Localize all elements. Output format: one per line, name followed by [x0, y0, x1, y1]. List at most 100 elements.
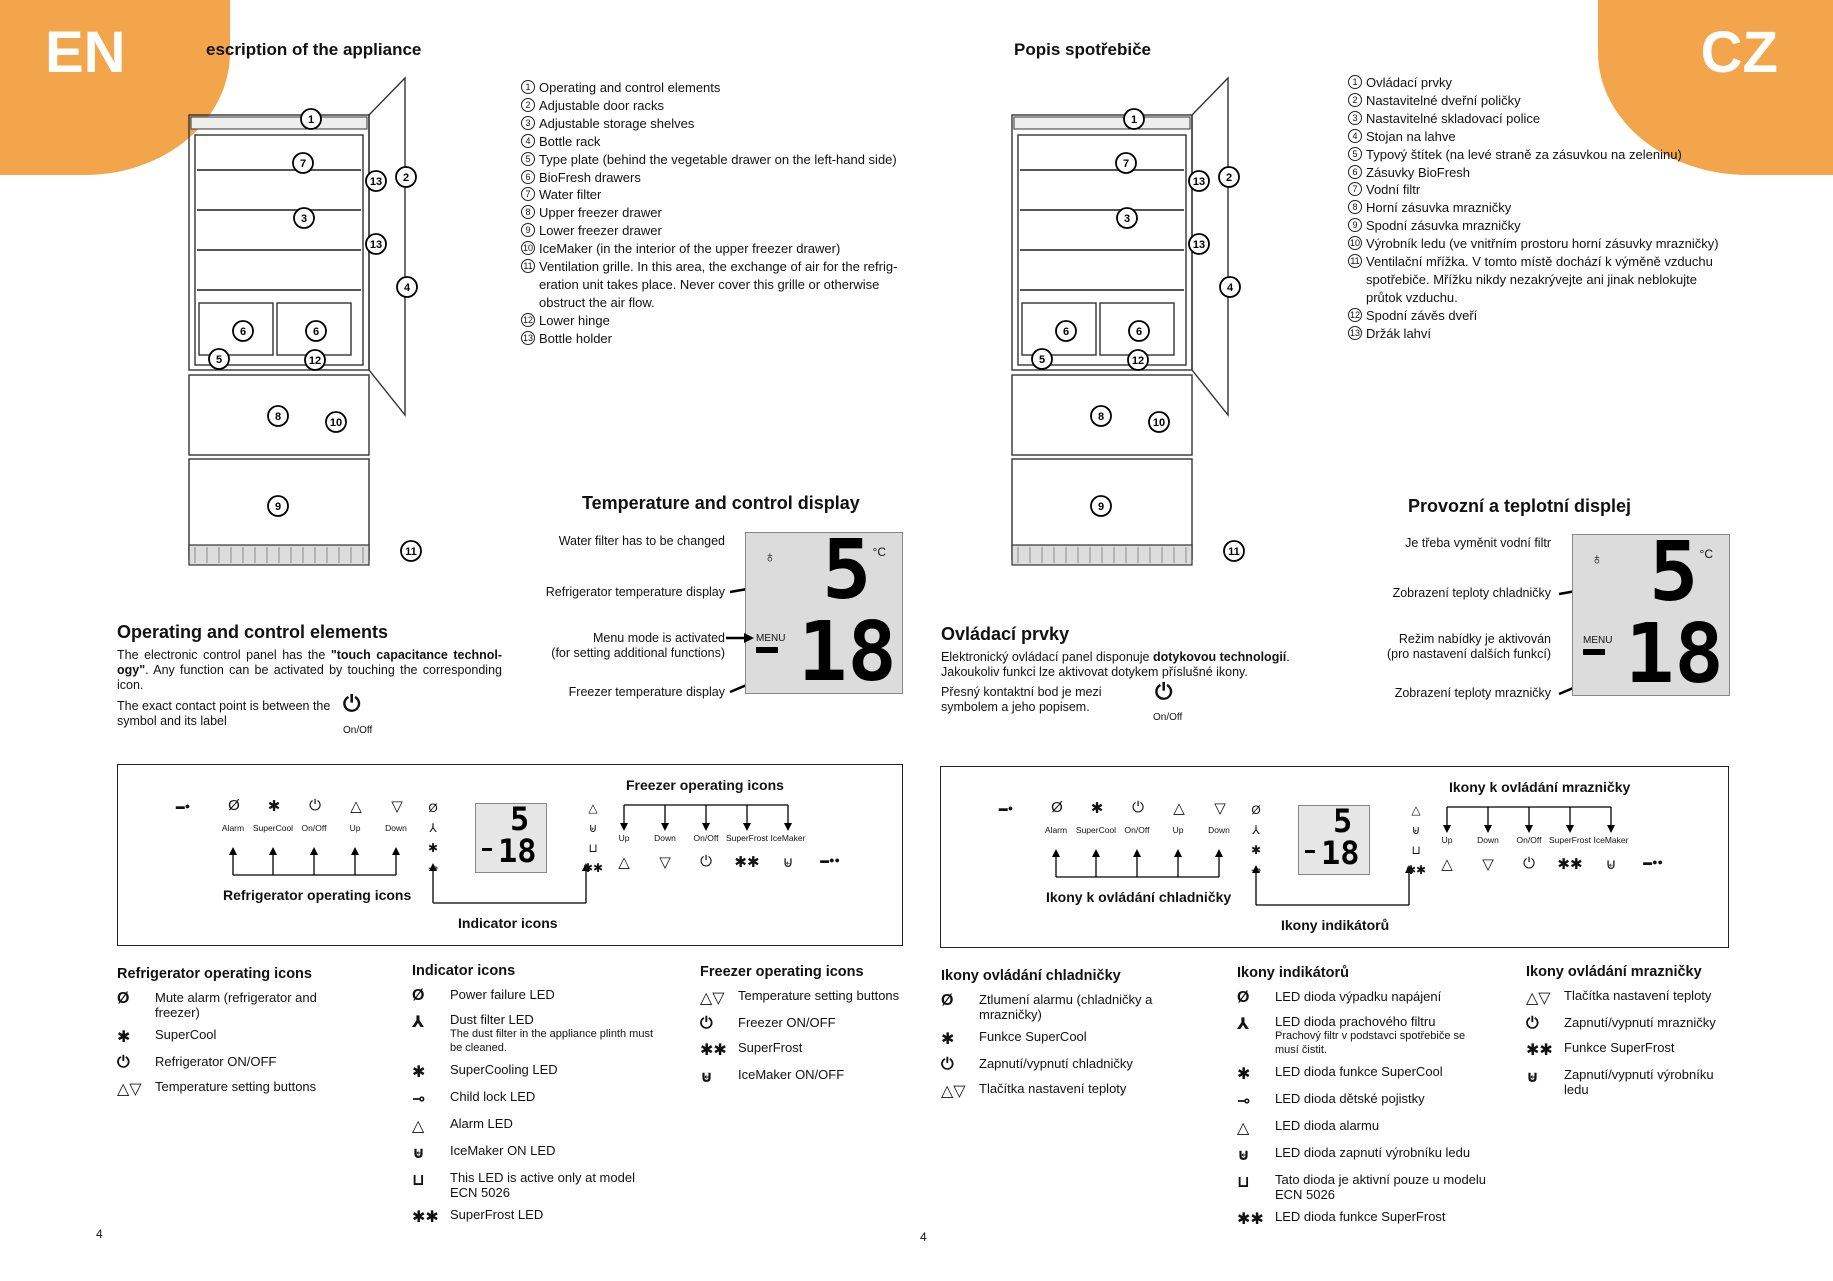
callout-circle — [1128, 320, 1150, 342]
menu-indicator: MENU — [1583, 635, 1613, 646]
freezer-icon-2[interactable]: ⏻ — [700, 853, 712, 870]
legend-text: Alarm LED — [450, 1116, 513, 1131]
callout-circle — [1127, 349, 1149, 371]
legend-symbol-icon: Ø — [117, 990, 130, 1007]
ops-text: Elektronický ovládací panel disponuje do… — [941, 650, 1326, 680]
freezer-icon-1[interactable]: ▽ — [659, 854, 671, 871]
tab-label: EN — [45, 20, 126, 85]
legend-row: ⊌Zapnutí/vypnutí výrobníku ledu — [1526, 1067, 1726, 1097]
fridge-icon-1[interactable]: ✱ — [1090, 800, 1104, 817]
legend-text: LED dioda prachového filtru — [1275, 1014, 1436, 1029]
ops-text-a: Elektronický ovládací panel disponuje — [941, 650, 1153, 664]
freezer-icon-0[interactable]: △ — [618, 854, 630, 871]
fridge-icon-0[interactable]: Ø — [1051, 799, 1063, 816]
fridge-icon-4[interactable]: ▽ — [1214, 800, 1226, 817]
ops-title: Operating and control elements — [117, 622, 389, 642]
item-number: 3 — [521, 115, 535, 130]
fridge-icon-label: Down — [1208, 825, 1230, 835]
legend-text: IceMaker ON LED — [450, 1143, 556, 1158]
fridge-temp-label: Refrigerator temperature display — [545, 585, 725, 599]
legend-symbol-icon: ⅄ — [412, 1014, 425, 1031]
item-text: Vodní filtr — [1366, 182, 1421, 198]
callout-circle — [267, 495, 289, 517]
item-number: 4 — [1348, 128, 1362, 143]
indicator-icon: ⊌ — [588, 821, 598, 835]
legend-row: ✱SuperCool — [117, 1027, 357, 1047]
legend-subtext: The dust filter in the appliance plinth … — [450, 1028, 654, 1054]
page-number: 4 — [96, 1227, 103, 1241]
legend-text: LED dioda alarmu — [1275, 1118, 1380, 1133]
fridge-icon-3[interactable]: △ — [1173, 800, 1185, 817]
callout-number: 9 — [1098, 501, 1104, 513]
fridge-icon-label: SuperCool — [1075, 825, 1117, 835]
item-text: Zásuvky BioFresh — [1366, 164, 1471, 180]
fridge-icon-2[interactable]: ⏻ — [1132, 799, 1144, 816]
indicator-icon: ⊔ — [588, 841, 598, 855]
fridge-icon-label: On/Off — [1124, 825, 1150, 835]
freezer-icon-1[interactable]: ▽ — [1482, 856, 1494, 873]
legend-symbol-icon: △▽ — [700, 990, 725, 1007]
upper-freezer-drawer — [1011, 374, 1193, 456]
item-number: 10 — [1348, 236, 1362, 251]
language-tab-en: EN — [0, 0, 230, 175]
fridge-icon-label: SuperCool — [252, 823, 294, 833]
mini-minus — [1305, 850, 1315, 853]
contact-text: Přesný kontaktní bod je mezi symbolem a … — [941, 685, 1102, 714]
key-icon: ▬● — [175, 801, 191, 811]
fridge-icon-label: Alarm — [1044, 825, 1068, 835]
item-number: 2 — [521, 97, 535, 112]
freezer-icon-label: Up — [1441, 835, 1453, 845]
freezer-icon-3[interactable]: ✱✱ — [734, 854, 760, 871]
fridge-icon-0[interactable]: Ø — [228, 797, 240, 814]
freezer-icon-4[interactable]: ⊌ — [782, 854, 794, 871]
freezer-icon-0[interactable]: △ — [1441, 856, 1453, 873]
callout-circle — [208, 348, 230, 370]
legend-symbol-icon: ⊌ — [412, 1145, 425, 1162]
fridge-icon-2[interactable]: ⏻ — [309, 797, 321, 814]
item-number: 5 — [521, 151, 535, 166]
panel-arrows — [229, 804, 792, 904]
minus-sign — [756, 647, 778, 653]
fridge-icon-label: Up — [1172, 825, 1184, 835]
item-text: Bottle rack — [539, 133, 601, 149]
legend-text: Temperature setting buttons — [155, 1079, 317, 1094]
legend-subtext: Prachový filtr v podstavci spotřebiče se… — [1275, 1030, 1466, 1056]
legend-symbol-icon: ⊸ — [412, 1091, 426, 1108]
legend-text: Dust filter LED — [450, 1012, 534, 1027]
freezer-icon-4[interactable]: ⊌ — [1605, 856, 1617, 873]
mini-fridge-temp: 5 — [510, 800, 530, 838]
callout-circle — [1188, 170, 1210, 192]
indicator-icons-title: Indicator icons — [458, 915, 558, 931]
freezer-icon-2[interactable]: ⏻ — [1523, 855, 1535, 872]
freezer-icon-3[interactable]: ✱✱ — [1557, 856, 1583, 873]
menu-indicator: MENU — [756, 633, 786, 644]
lock-icon: ▬●● — [820, 855, 840, 865]
section-title: escription of the appliance — [206, 40, 422, 59]
legend-row: ✱✱LED dioda funkce SuperFrost — [1237, 1209, 1492, 1229]
item-text: Operating and control elements — [539, 80, 721, 95]
item-number: 7 — [521, 187, 535, 202]
item-text: Horní zásuvka mrazničky — [1366, 200, 1512, 216]
callout-number: 3 — [301, 213, 307, 225]
item-number: 1 — [521, 80, 535, 94]
fridge-icon-3[interactable]: △ — [350, 798, 362, 815]
mini-fridge-temp: 5 — [1333, 802, 1353, 840]
callout-number: 8 — [1098, 411, 1104, 423]
item-text: Ventilační mřížka. V tomto místě dochází… — [1366, 254, 1713, 305]
indicator-icon: ⊸ — [1250, 863, 1262, 877]
legend-symbol-icon: Ø — [941, 992, 954, 1009]
fridge-icon-4[interactable]: ▽ — [391, 798, 403, 815]
callout-number: 6 — [240, 326, 246, 338]
callout-number: 6 — [1136, 326, 1142, 338]
fridge-icon-1[interactable]: ✱ — [267, 798, 281, 815]
legend-symbol-icon: ⊸ — [1237, 1093, 1251, 1110]
indicator-icon: Ø — [428, 801, 438, 815]
